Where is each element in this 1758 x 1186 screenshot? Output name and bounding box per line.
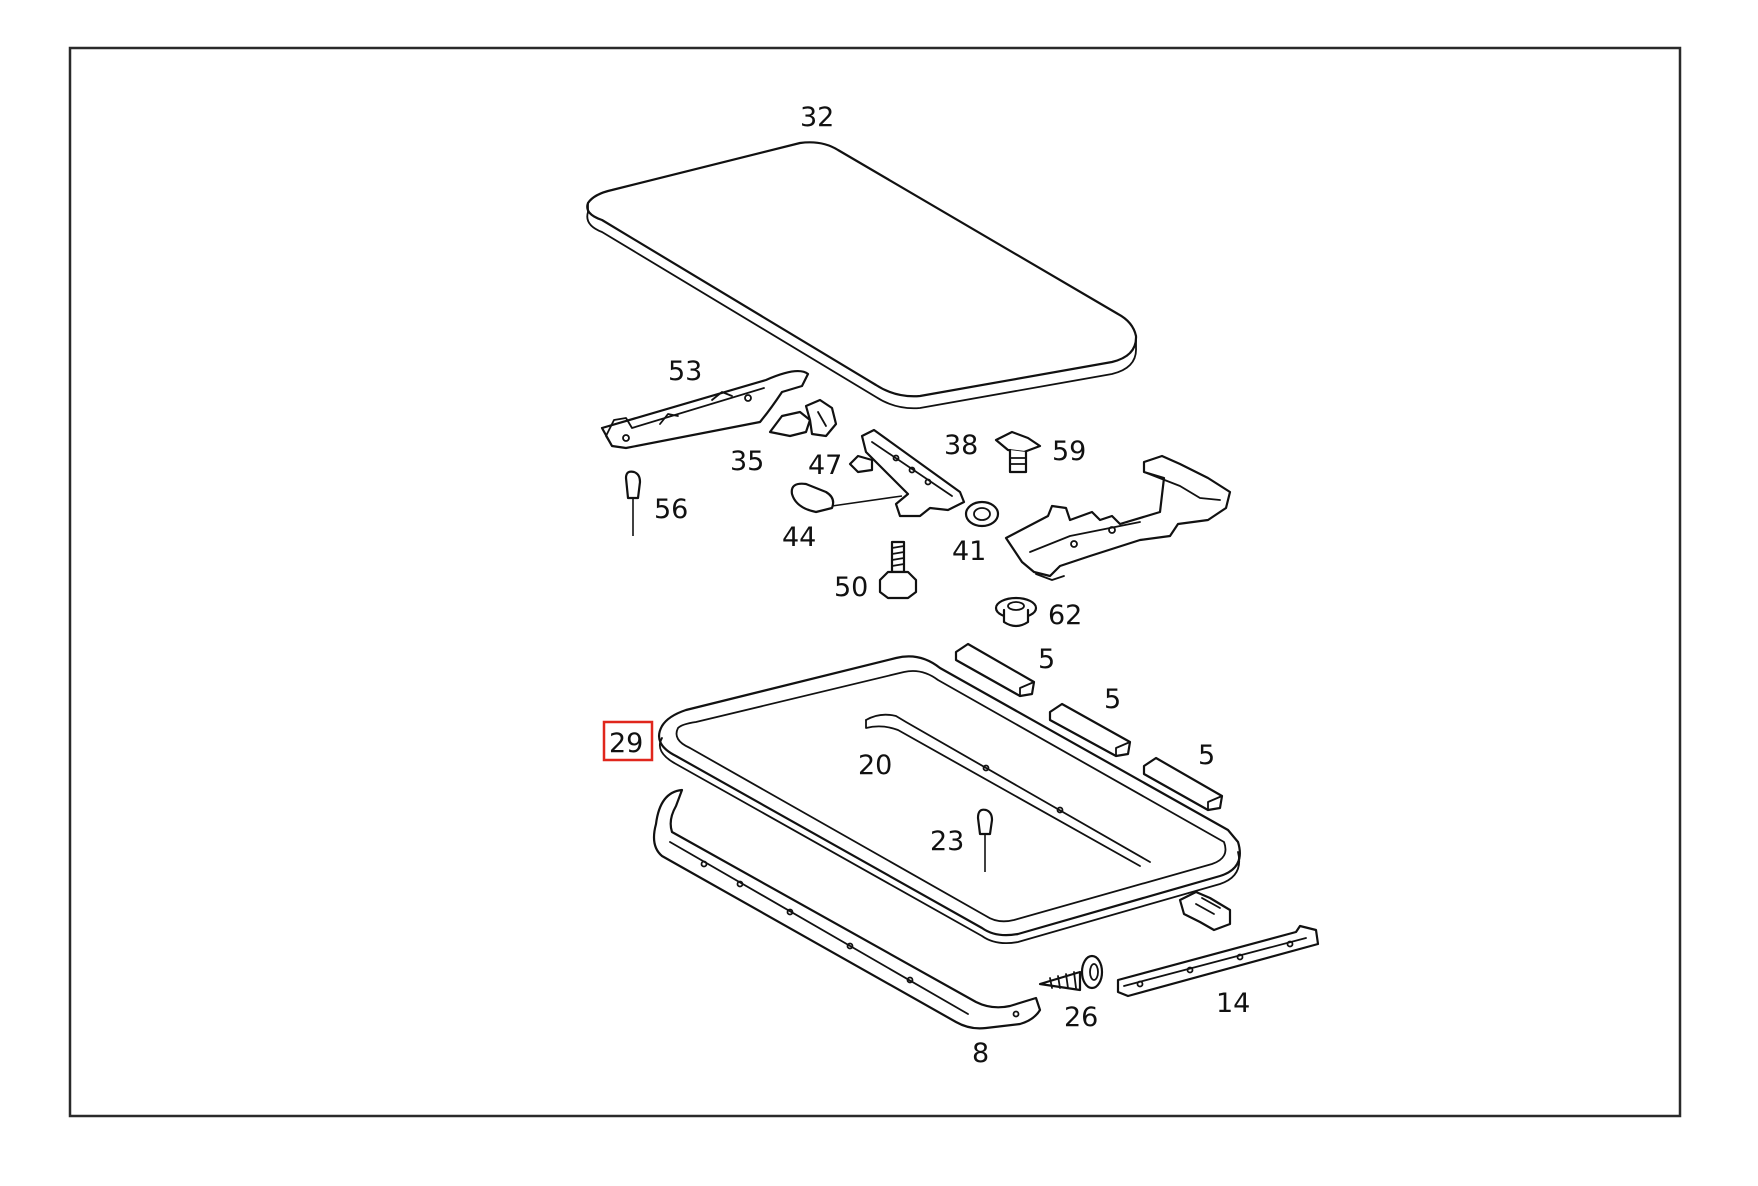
part-20-inner-rail (865, 713, 1151, 867)
part-47-block (848, 454, 874, 474)
part-38-lever (860, 428, 966, 518)
part-44-block (790, 482, 903, 514)
part-62-nut (994, 596, 1038, 628)
callout-26[interactable]: 26 (1064, 1002, 1098, 1033)
part-29-frame[interactable] (658, 655, 1241, 945)
part-5-gasket-c (1142, 756, 1224, 812)
part-32-sunroof-panel (586, 141, 1138, 410)
callout-35[interactable]: 35 (730, 446, 764, 477)
callout-20[interactable]: 20 (858, 750, 892, 781)
callout-29-highlight (602, 720, 654, 762)
callout-14[interactable]: 14 (1216, 988, 1250, 1019)
callout-5-b[interactable]: 5 (1104, 684, 1121, 715)
part-23-pin (976, 808, 994, 872)
part-56-pin (624, 470, 642, 536)
callout-47[interactable]: 47 (808, 450, 842, 481)
part-41-washer (964, 500, 1000, 528)
callout-29[interactable]: 29 (609, 728, 643, 759)
callout-8[interactable]: 8 (972, 1038, 989, 1069)
callout-59[interactable]: 59 (1052, 436, 1086, 467)
part-50-bolt (878, 540, 918, 600)
part-5-gasket-b (1048, 702, 1132, 758)
diagram-frame (68, 46, 1682, 1118)
callout-44[interactable]: 44 (782, 522, 816, 553)
callout-41[interactable]: 41 (952, 536, 986, 567)
callout-38[interactable]: 38 (944, 430, 978, 461)
callout-62[interactable]: 62 (1048, 600, 1082, 631)
callout-53[interactable]: 53 (668, 356, 702, 387)
part-5-gasket-a (954, 642, 1036, 698)
callout-5-c[interactable]: 5 (1198, 740, 1215, 771)
callout-56[interactable]: 56 (654, 494, 688, 525)
part-53-guide-rail (600, 369, 810, 450)
callout-50[interactable]: 50 (834, 572, 868, 603)
part-59-clip (994, 430, 1042, 474)
callout-32[interactable]: 32 (800, 102, 834, 133)
part-8-trim-strip (652, 788, 1042, 1030)
part-drain-bracket (1178, 890, 1232, 932)
part-26-screw (1038, 954, 1104, 992)
part-14-rail (1116, 924, 1320, 998)
callout-5-a[interactable]: 5 (1038, 644, 1055, 675)
callout-23[interactable]: 23 (930, 826, 964, 857)
part-mechanism-bracket (1004, 454, 1232, 581)
part-35-bracket (768, 398, 838, 438)
